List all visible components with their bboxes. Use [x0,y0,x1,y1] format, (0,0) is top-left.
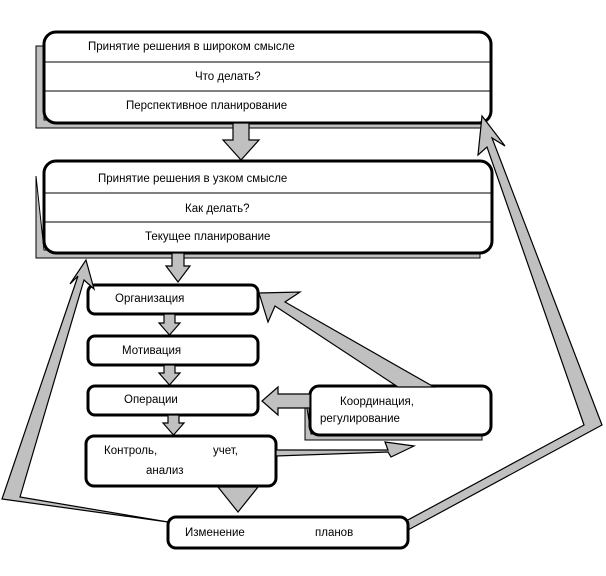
control-label-analysis: анализ [146,465,184,477]
feedback-arrow-plan-change-to-strategic [405,114,603,531]
plan-change-box: Изменение планов [166,515,410,550]
tactical-decision-box: Принятие решения в узком смысле Как дела… [35,159,494,259]
strategic-row1-label: Принятие решения в широком смысле [88,41,295,53]
tactical-row3-label: Текущее планирование [145,231,270,243]
down-arrow-organization-to-motivation [157,313,182,336]
box-frame [42,30,493,125]
down-arrow-operations-to-control [161,414,186,436]
down-arrow-tactical-to-organization [164,252,192,283]
control-label-a: Контроль, [104,445,157,457]
tactical-row1-label: Принятие решения в узком смысле [98,173,287,185]
tactical-row2-label: Как делать? [185,203,250,215]
down-arrow-strategic-to-tactical [221,122,261,161]
motivation-label: Мотивация [122,345,181,357]
strategic-row3-label: Перспективное планирование [126,100,287,112]
strategic-row2-label: Что делать? [195,71,261,83]
left-arrow-coordination-to-operations [261,385,311,417]
motivation-box: Мотивация [86,334,260,367]
diagonal-arrow-coordination-to-organization [258,291,437,388]
down-arrow-motivation-to-operations [157,364,182,386]
operations-label: Операции [124,394,178,406]
down-arrow-control-to-plan-change [216,486,260,513]
operations-box: Операции [86,384,260,417]
organization-box: Организация [86,283,260,316]
control-box: Контроль, учет, анализ [84,434,278,488]
plan-change-label-b: планов [315,527,353,539]
coordination-box: Координация, регулирование [304,384,493,441]
box-frame [42,159,494,255]
strategic-decision-box: Принятие решения в широком смысле Что де… [35,30,493,129]
arrow-control-to-coordination [275,441,417,458]
plan-change-label-a: Изменение [185,527,245,539]
coordination-label-line1: Координация, [340,396,414,408]
coordination-label-line2: регулирование [320,413,400,425]
control-label-b: учет, [213,445,238,457]
organization-label: Организация [115,293,184,305]
feedback-arrow-plan-change-to-tactical [1,258,169,523]
